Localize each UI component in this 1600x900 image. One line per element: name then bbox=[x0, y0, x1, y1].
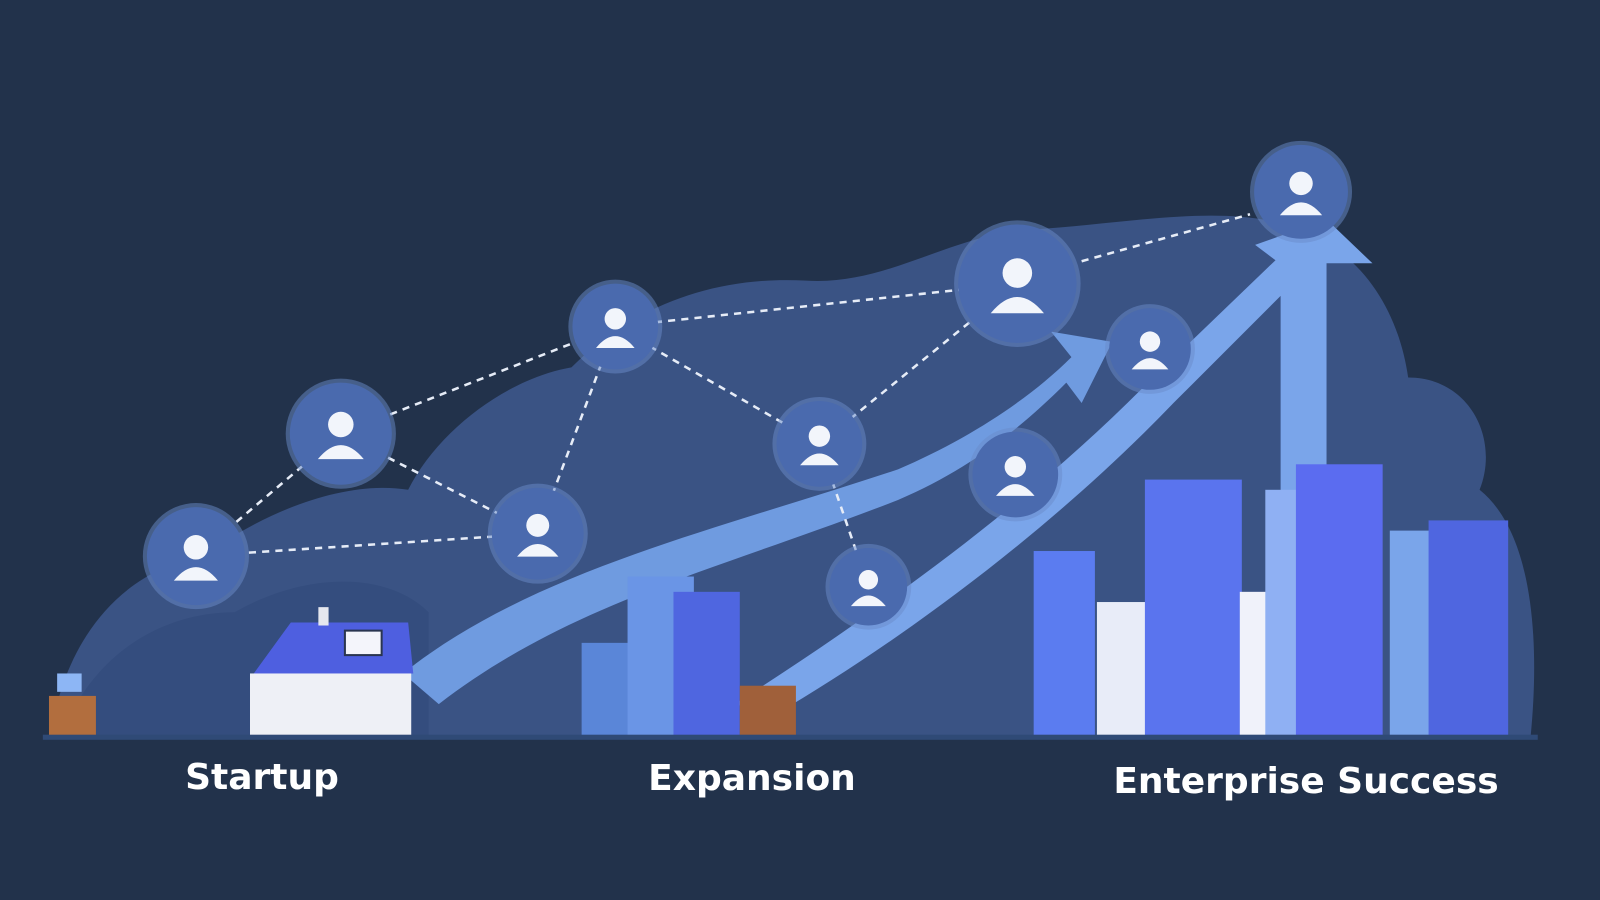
connection-line bbox=[340, 432, 539, 535]
stage-label-enterprise-success: Enterprise Success bbox=[1113, 761, 1499, 802]
growth-arrow-lower bbox=[403, 331, 1113, 705]
startup-house bbox=[48, 607, 414, 737]
desk bbox=[48, 695, 96, 737]
connection-line bbox=[195, 532, 538, 558]
enterprise-buildings bbox=[1033, 464, 1509, 737]
presentation-icon bbox=[285, 378, 396, 489]
connection-line bbox=[536, 326, 617, 535]
ideas-icon bbox=[968, 427, 1063, 522]
person-icon bbox=[568, 279, 663, 374]
ground-line bbox=[42, 734, 1538, 740]
connection-line bbox=[615, 282, 1018, 328]
documents-gear-icon bbox=[772, 396, 867, 491]
connection-line bbox=[1081, 213, 1251, 263]
meeting-icon bbox=[954, 220, 1081, 347]
lightbulb-icon bbox=[1105, 304, 1195, 394]
desk bbox=[739, 685, 796, 737]
connection-line bbox=[340, 325, 616, 435]
stage-label-startup: Startup bbox=[185, 757, 339, 798]
expansion-buildings bbox=[581, 576, 796, 737]
computer bbox=[57, 673, 82, 692]
leader-icon bbox=[1250, 140, 1353, 243]
support-agent-icon bbox=[825, 543, 912, 630]
team-network-icon bbox=[142, 503, 249, 610]
stage-label-expansion: Expansion bbox=[648, 758, 856, 799]
employee-icon bbox=[487, 483, 588, 584]
